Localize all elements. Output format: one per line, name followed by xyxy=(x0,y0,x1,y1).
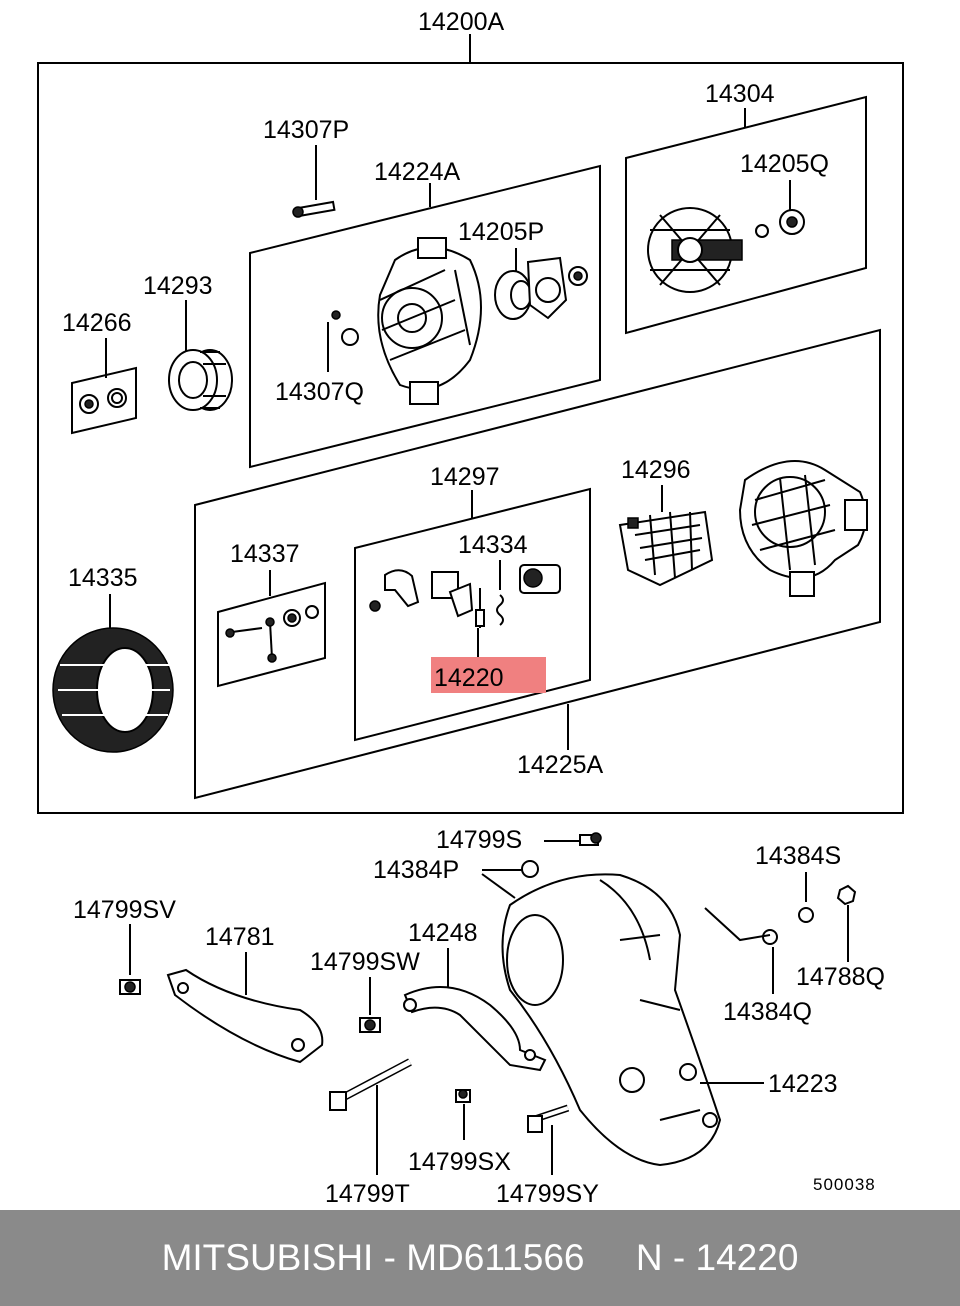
bolt-14799SY xyxy=(527,1104,570,1133)
bolt-kit-box xyxy=(217,581,326,688)
footer-brand: MITSUBISHI xyxy=(161,1237,374,1278)
label-14304[interactable]: 14304 xyxy=(705,80,775,108)
diagram-code: 500038 xyxy=(813,1175,876,1194)
label-14799T[interactable]: 14799T xyxy=(325,1180,410,1208)
label-14205P[interactable]: 14205P xyxy=(458,218,544,246)
label-14799SW[interactable]: 14799SW xyxy=(310,948,420,976)
bracket-14781 xyxy=(166,968,324,1064)
washer-14384P xyxy=(521,860,539,878)
label-14781[interactable]: 14781 xyxy=(205,923,275,951)
screw-14307Q xyxy=(331,310,359,346)
bolt-14307P xyxy=(292,200,336,218)
footer-ref-number: 14220 xyxy=(695,1237,799,1278)
footer-separator: - xyxy=(373,1237,407,1278)
front-housing xyxy=(377,237,482,405)
parts-diagram: 14200A 14304 14205Q 14224A 14307P 14205P xyxy=(37,8,904,1208)
footer-gap xyxy=(584,1237,635,1279)
label-14799SX[interactable]: 14799SX xyxy=(408,1148,511,1176)
rectifier-14296 xyxy=(618,510,714,587)
leader-14384Q-link xyxy=(704,907,771,942)
stator-14335 xyxy=(52,627,174,753)
label-14220[interactable]: 14220 xyxy=(434,664,504,692)
label-14799SV[interactable]: 14799SV xyxy=(73,896,176,924)
brush-holder-parts xyxy=(369,564,561,628)
bolt-kit-14337 xyxy=(225,605,319,663)
retainer-plate xyxy=(526,256,568,320)
footer-separator-2: - xyxy=(662,1237,696,1278)
spacer-14266 xyxy=(79,388,127,414)
front-housing-box xyxy=(249,164,601,469)
washer-14205Q-small xyxy=(755,224,769,238)
rear-housing xyxy=(738,460,868,597)
label-14384S[interactable]: 14384S xyxy=(755,842,841,870)
label-14335[interactable]: 14335 xyxy=(68,564,138,592)
footer-ref-prefix: N xyxy=(635,1237,663,1278)
label-14297[interactable]: 14297 xyxy=(430,463,500,491)
label-14224A[interactable]: 14224A xyxy=(374,158,461,186)
label-14337[interactable]: 14337 xyxy=(230,540,300,568)
label-14799S[interactable]: 14799S xyxy=(436,826,522,854)
label-14248[interactable]: 14248 xyxy=(408,919,478,947)
lock-washer-14384S xyxy=(798,907,814,923)
nut-14788Q xyxy=(836,884,857,906)
bearing-14205Q xyxy=(779,209,805,235)
label-14296[interactable]: 14296 xyxy=(621,456,691,484)
label-14307Q[interactable]: 14307Q xyxy=(275,378,364,406)
bolt-14799T xyxy=(329,1058,412,1111)
bolt-14799SV xyxy=(119,979,141,995)
label-14200A[interactable]: 14200A xyxy=(418,8,505,36)
washer-14384Q xyxy=(762,929,778,945)
snap-ring xyxy=(568,266,588,286)
label-14223[interactable]: 14223 xyxy=(768,1070,838,1098)
highlight-14220 xyxy=(431,657,546,693)
bolt-14799SX xyxy=(455,1089,471,1103)
bracket-14248 xyxy=(403,986,547,1072)
rotor-part xyxy=(647,207,743,293)
mounting-bracket-14223 xyxy=(501,873,722,1167)
label-14384P[interactable]: 14384P xyxy=(373,856,459,884)
footer-bar: MITSUBISHI - MD611566 N - 14220 xyxy=(0,1210,960,1306)
spacer-box xyxy=(71,366,137,435)
brush-holder-box xyxy=(354,487,591,742)
label-14799SY[interactable]: 14799SY xyxy=(496,1180,599,1208)
label-14788Q[interactable]: 14788Q xyxy=(796,963,885,991)
bearing-14205P xyxy=(494,270,532,320)
pulley-14293 xyxy=(168,349,233,411)
footer-part-number: MD611566 xyxy=(406,1237,585,1278)
label-14293[interactable]: 14293 xyxy=(143,272,213,300)
rear-housing-box xyxy=(194,328,881,800)
bolt-14799S xyxy=(579,832,602,846)
label-14334[interactable]: 14334 xyxy=(458,531,528,559)
rotor-box xyxy=(625,95,867,335)
label-14225A[interactable]: 14225A xyxy=(517,751,604,779)
bolt-14799SW xyxy=(359,1017,381,1033)
label-14307P[interactable]: 14307P xyxy=(263,116,349,144)
label-14266[interactable]: 14266 xyxy=(62,309,132,337)
label-14384Q[interactable]: 14384Q xyxy=(723,998,812,1026)
label-14205Q[interactable]: 14205Q xyxy=(740,150,829,178)
